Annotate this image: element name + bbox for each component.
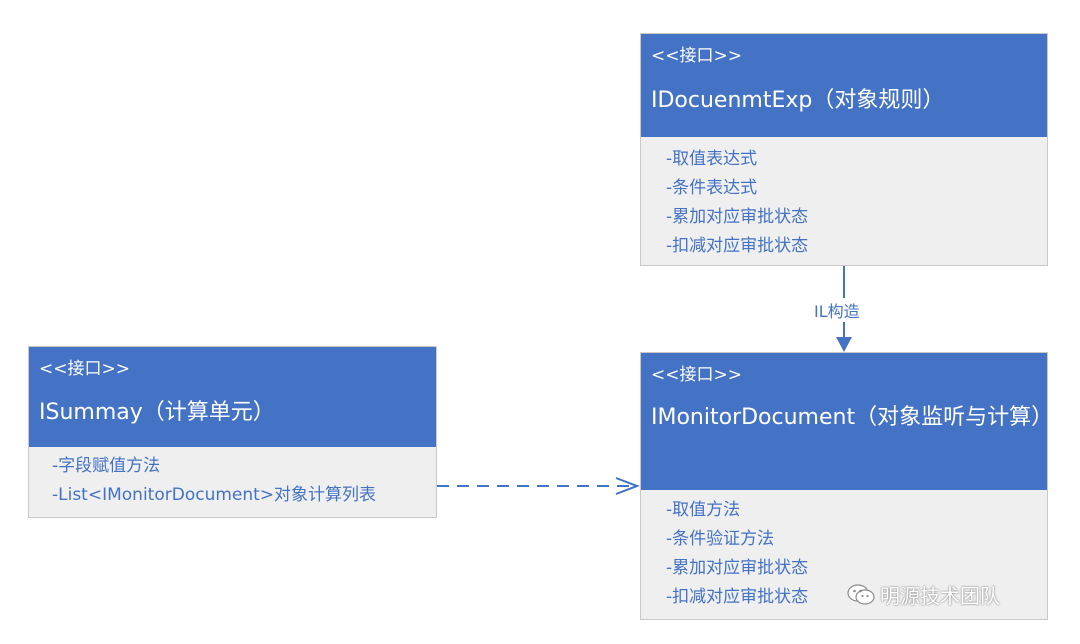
member-item: -累加对应审批状态: [666, 207, 809, 227]
member-item: -取值表达式: [666, 149, 758, 169]
stereotype-label: <<接口>>: [651, 46, 742, 66]
member-item: -条件表达式: [666, 178, 758, 198]
member-item: -条件验证方法: [666, 529, 775, 549]
interface-header: <<接口>> IMonitorDocument（对象监听与计算）: [641, 353, 1054, 490]
stereotype-label: <<接口>>: [39, 359, 130, 379]
watermark: 明源技术团队: [846, 580, 1000, 609]
member-item: -扣减对应审批状态: [666, 587, 809, 607]
dependency-arrow-head: [615, 477, 640, 495]
interface-box-isummay: <<接口>> ISummay（计算单元） -字段赋值方法 -List<IMoni…: [28, 346, 437, 518]
construct-arrow-head: [836, 337, 852, 352]
member-item: -取值方法: [666, 500, 741, 520]
interface-header: <<接口>> IDocuenmtExp（对象规则）: [641, 34, 1047, 137]
interface-members: -取值表达式 -条件表达式 -累加对应审批状态 -扣减对应审批状态: [641, 137, 1047, 261]
member-item: -扣减对应审批状态: [666, 236, 809, 256]
interface-box-idocuenmtexp: <<接口>> IDocuenmtExp（对象规则） -取值表达式 -条件表达式 …: [640, 33, 1048, 266]
member-item: -List<IMonitorDocument>对象计算列表: [52, 485, 377, 505]
interface-header: <<接口>> ISummay（计算单元）: [29, 347, 436, 447]
interface-title: IMonitorDocument（对象监听与计算）: [651, 405, 1054, 430]
interface-members: -取值方法 -条件验证方法 -累加对应审批状态 -扣减对应审批状态: [641, 490, 1047, 612]
interface-title: IDocuenmtExp（对象规则）: [651, 88, 945, 113]
interface-members: -字段赋值方法 -List<IMonitorDocument>对象计算列表: [29, 447, 436, 510]
watermark-text: 明源技术团队: [880, 584, 1000, 608]
member-item: -字段赋值方法: [52, 456, 161, 476]
stereotype-label: <<接口>>: [651, 365, 742, 385]
member-item: -累加对应审批状态: [666, 558, 809, 578]
interface-box-imonitordocument: <<接口>> IMonitorDocument（对象监听与计算） -取值方法 -…: [640, 352, 1054, 620]
interface-title: ISummay（计算单元）: [39, 400, 275, 425]
wechat-icon: [847, 583, 875, 605]
construct-edge-label: IL构造: [812, 298, 862, 322]
